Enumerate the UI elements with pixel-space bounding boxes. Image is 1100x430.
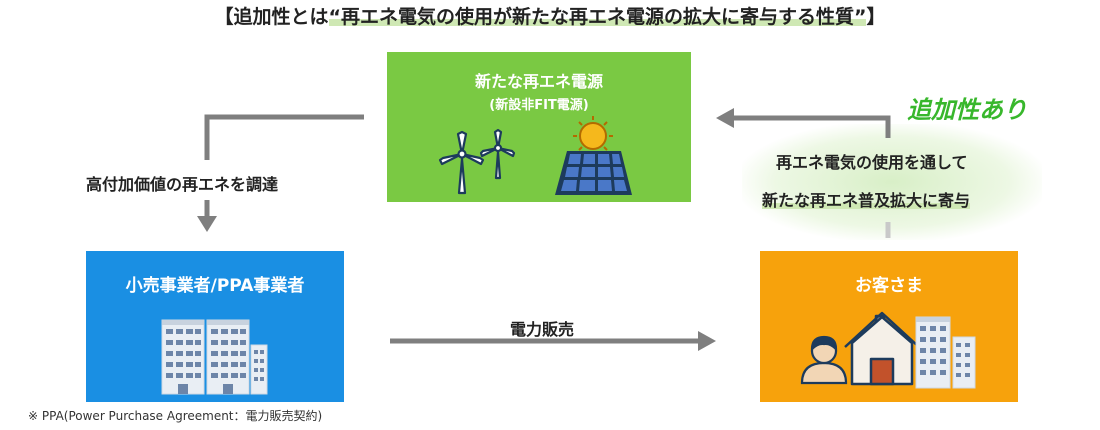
title-highlight: “再エネ電気の使用が新たな再エネ電源の拡大に寄与する性質” xyxy=(328,6,867,28)
procure-label: 高付加価値の再エネを調達 xyxy=(86,175,279,194)
additionality-badge: 追加性あり xyxy=(907,96,1027,124)
contribution-label-line1: 再エネ電気の使用を通して xyxy=(776,153,968,172)
house-icon xyxy=(844,311,920,386)
customer-title: お客さま xyxy=(855,276,923,296)
solar-panel-icon xyxy=(555,151,632,195)
source-illustration xyxy=(438,116,632,195)
contribution-label-line2-text: 新たな再エネ普及拡大に寄与 xyxy=(762,191,971,210)
procure-arrow xyxy=(197,114,364,232)
office-building-icon xyxy=(915,316,976,389)
title-prefix: 【追加性とは xyxy=(214,6,329,28)
page-title: 【追加性とは“再エネ電気の使用が新たな再エネ電源の拡大に寄与する性質”】 xyxy=(0,2,1100,29)
contribution-arrow xyxy=(716,108,891,238)
wind-turbine-icon xyxy=(479,128,516,180)
wind-turbine-icon xyxy=(438,130,485,195)
source-subtitle: (新設非FIT電源) xyxy=(489,98,589,113)
title-suffix: 】 xyxy=(866,6,886,28)
retail-title: 小売事業者/PPA事業者 xyxy=(125,276,305,296)
ppa-footnote: ※ PPA(Power Purchase Agreement：電力販売契約) xyxy=(28,409,323,423)
contribution-glow xyxy=(742,124,1042,240)
power-sale-label: 電力販売 xyxy=(510,320,575,339)
office-building-icon xyxy=(161,319,268,395)
contribution-label-line2: 新たな再エネ普及拡大に寄与 xyxy=(762,187,971,211)
customer-box: お客さま xyxy=(760,251,1018,402)
new-renewable-source-box: 新たな再エネ電源 (新設非FIT電源) xyxy=(387,52,691,202)
sun-icon xyxy=(573,116,613,156)
sale-arrow xyxy=(390,331,716,351)
source-title: 新たな再エネ電源 xyxy=(474,72,603,91)
retail-ppa-provider-box: 小売事業者/PPA事業者 xyxy=(86,251,344,402)
person-icon xyxy=(800,335,848,385)
customer-illustration xyxy=(800,311,976,389)
